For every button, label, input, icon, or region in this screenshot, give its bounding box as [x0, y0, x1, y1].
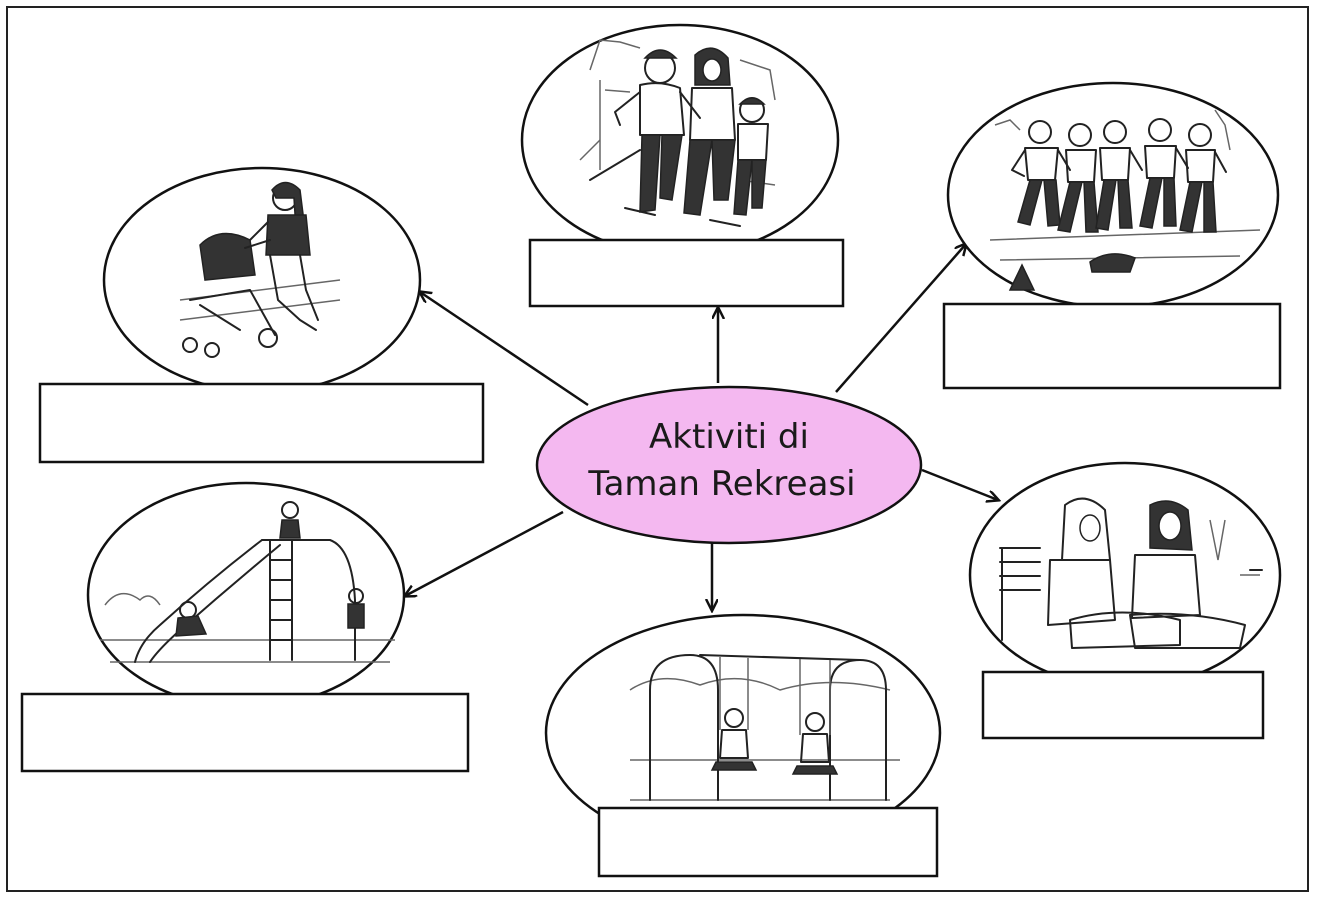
answer-box-sliding[interactable] — [20, 692, 470, 773]
picture-exercise — [942, 81, 1282, 390]
answer-box-chatting[interactable] — [981, 670, 1265, 740]
arrow-to-sliding — [405, 510, 564, 596]
answer-box-swinging[interactable] — [597, 806, 939, 878]
picture-sliding — [20, 481, 470, 773]
arrow-to-exercise — [835, 244, 966, 393]
picture-bubble — [102, 166, 422, 394]
arrows — [405, 244, 998, 610]
central-title-line1: Aktiviti di — [649, 417, 809, 457]
picture-jogging — [520, 23, 845, 308]
arrow-to-stroller — [420, 292, 589, 407]
answer-box-jogging[interactable] — [528, 238, 845, 308]
picture-swinging — [544, 613, 942, 878]
answer-box-stroller[interactable] — [38, 382, 485, 464]
central-ellipse — [535, 385, 923, 545]
answer-box-exercise[interactable] — [942, 302, 1282, 390]
central-title-line2: Taman Rekreasi — [587, 464, 855, 504]
picture-chatting — [968, 461, 1282, 740]
arrow-to-chatting — [921, 468, 998, 500]
picture-stroller — [38, 166, 485, 464]
page-border — [6, 6, 1309, 892]
picture-bubble — [86, 481, 406, 709]
central-node: Aktiviti di Taman Rekreasi — [535, 385, 923, 545]
